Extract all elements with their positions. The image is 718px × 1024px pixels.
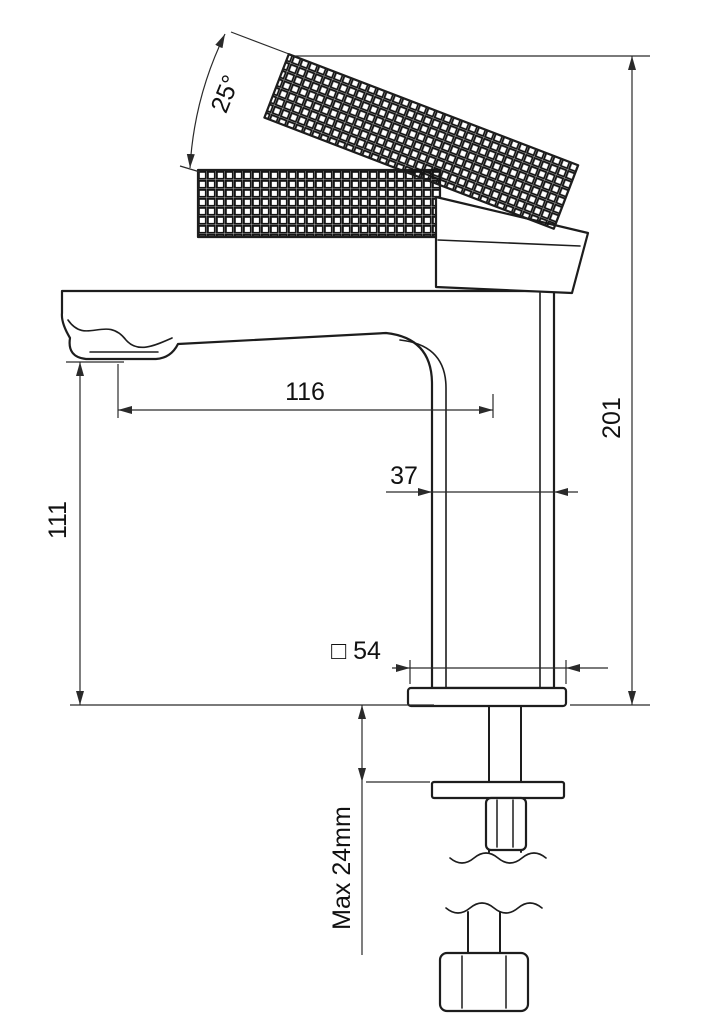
deck-washer [430,780,566,800]
handle-closed [196,168,442,239]
faucet-outline [60,53,590,1013]
dim-label-max-thickness: Max 24mm [328,806,356,930]
break-lines [445,852,547,914]
handle-open [263,53,580,230]
dim-label-base-width: □ 54 [331,637,381,665]
dim-label-spout-reach: 116 [285,378,325,406]
handle-base-split-line [437,239,581,247]
dim-label-overall-height: 201 [598,397,626,439]
dim-label-handle-angle: 25° [206,71,246,117]
dim-label-spout-height: 111 [44,501,72,539]
supply-hex-nut [438,951,530,1013]
faucet-body [60,289,556,690]
dim-label-body-width: 37 [390,462,418,490]
dimensions: 116 201 111 37 □ 54 Max 24mm 25° [44,31,650,955]
spout-outlet-detail [67,319,173,349]
body-inner-line-left [399,339,447,689]
ext-angle-upper [230,31,290,55]
ext-angle-lower [179,165,201,173]
shank-lower [467,911,501,954]
base-flange [406,686,568,708]
dim-arc-angle [186,33,226,169]
mounting-nut [484,796,528,852]
